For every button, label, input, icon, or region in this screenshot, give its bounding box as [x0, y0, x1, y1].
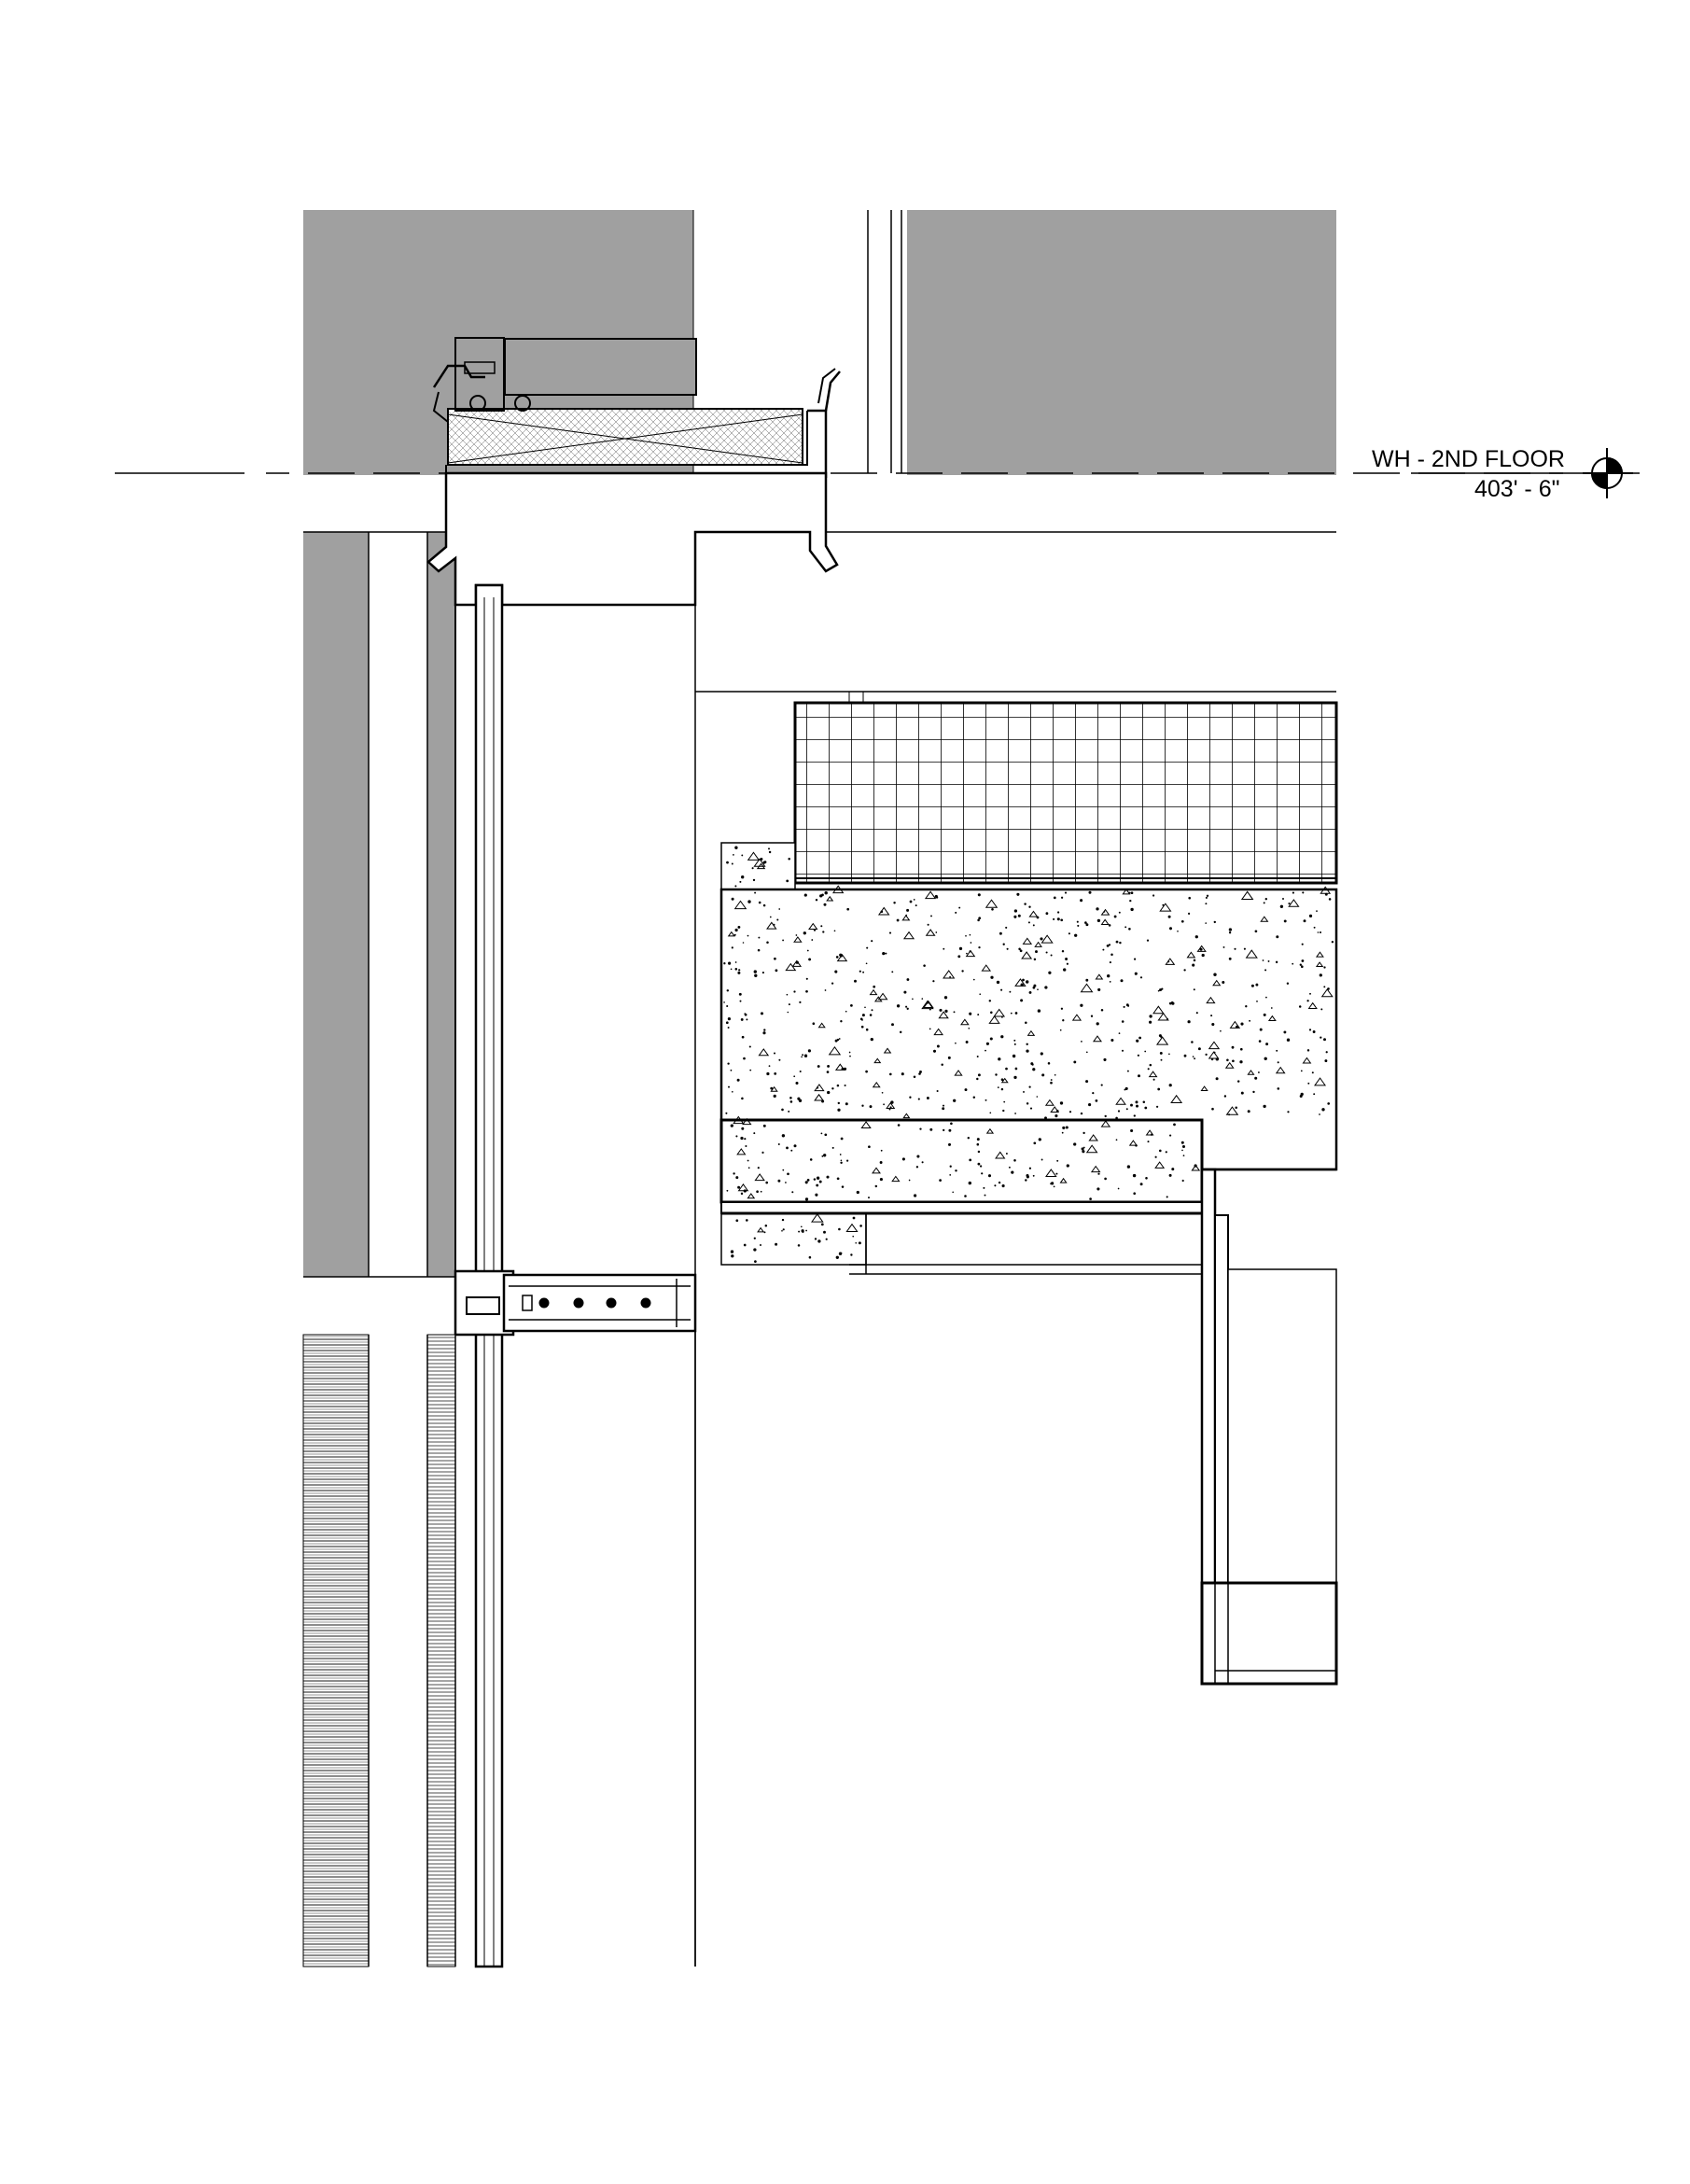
exterior-siding: [302, 1334, 456, 1967]
level-marker: WH - 2ND FLOOR 403' - 6": [1372, 446, 1633, 502]
shaded-zones: [303, 210, 1336, 1277]
shaded-zone-lower-strip: [427, 532, 455, 1277]
concrete-column: [1200, 1168, 1338, 1686]
level-name: WH - 2ND FLOOR: [1372, 446, 1565, 472]
rigid-insulation: [793, 701, 1338, 885]
shaded-zone-lower-left: [303, 532, 369, 1277]
concrete-slab: [719, 842, 1338, 1275]
shaded-zone-upper-right: [907, 210, 1336, 475]
sill-assembly: [432, 337, 841, 478]
level-elevation: 403' - 6": [1474, 476, 1559, 502]
anchor-bracket: [454, 1269, 697, 1337]
level-target-icon: [1583, 448, 1633, 498]
